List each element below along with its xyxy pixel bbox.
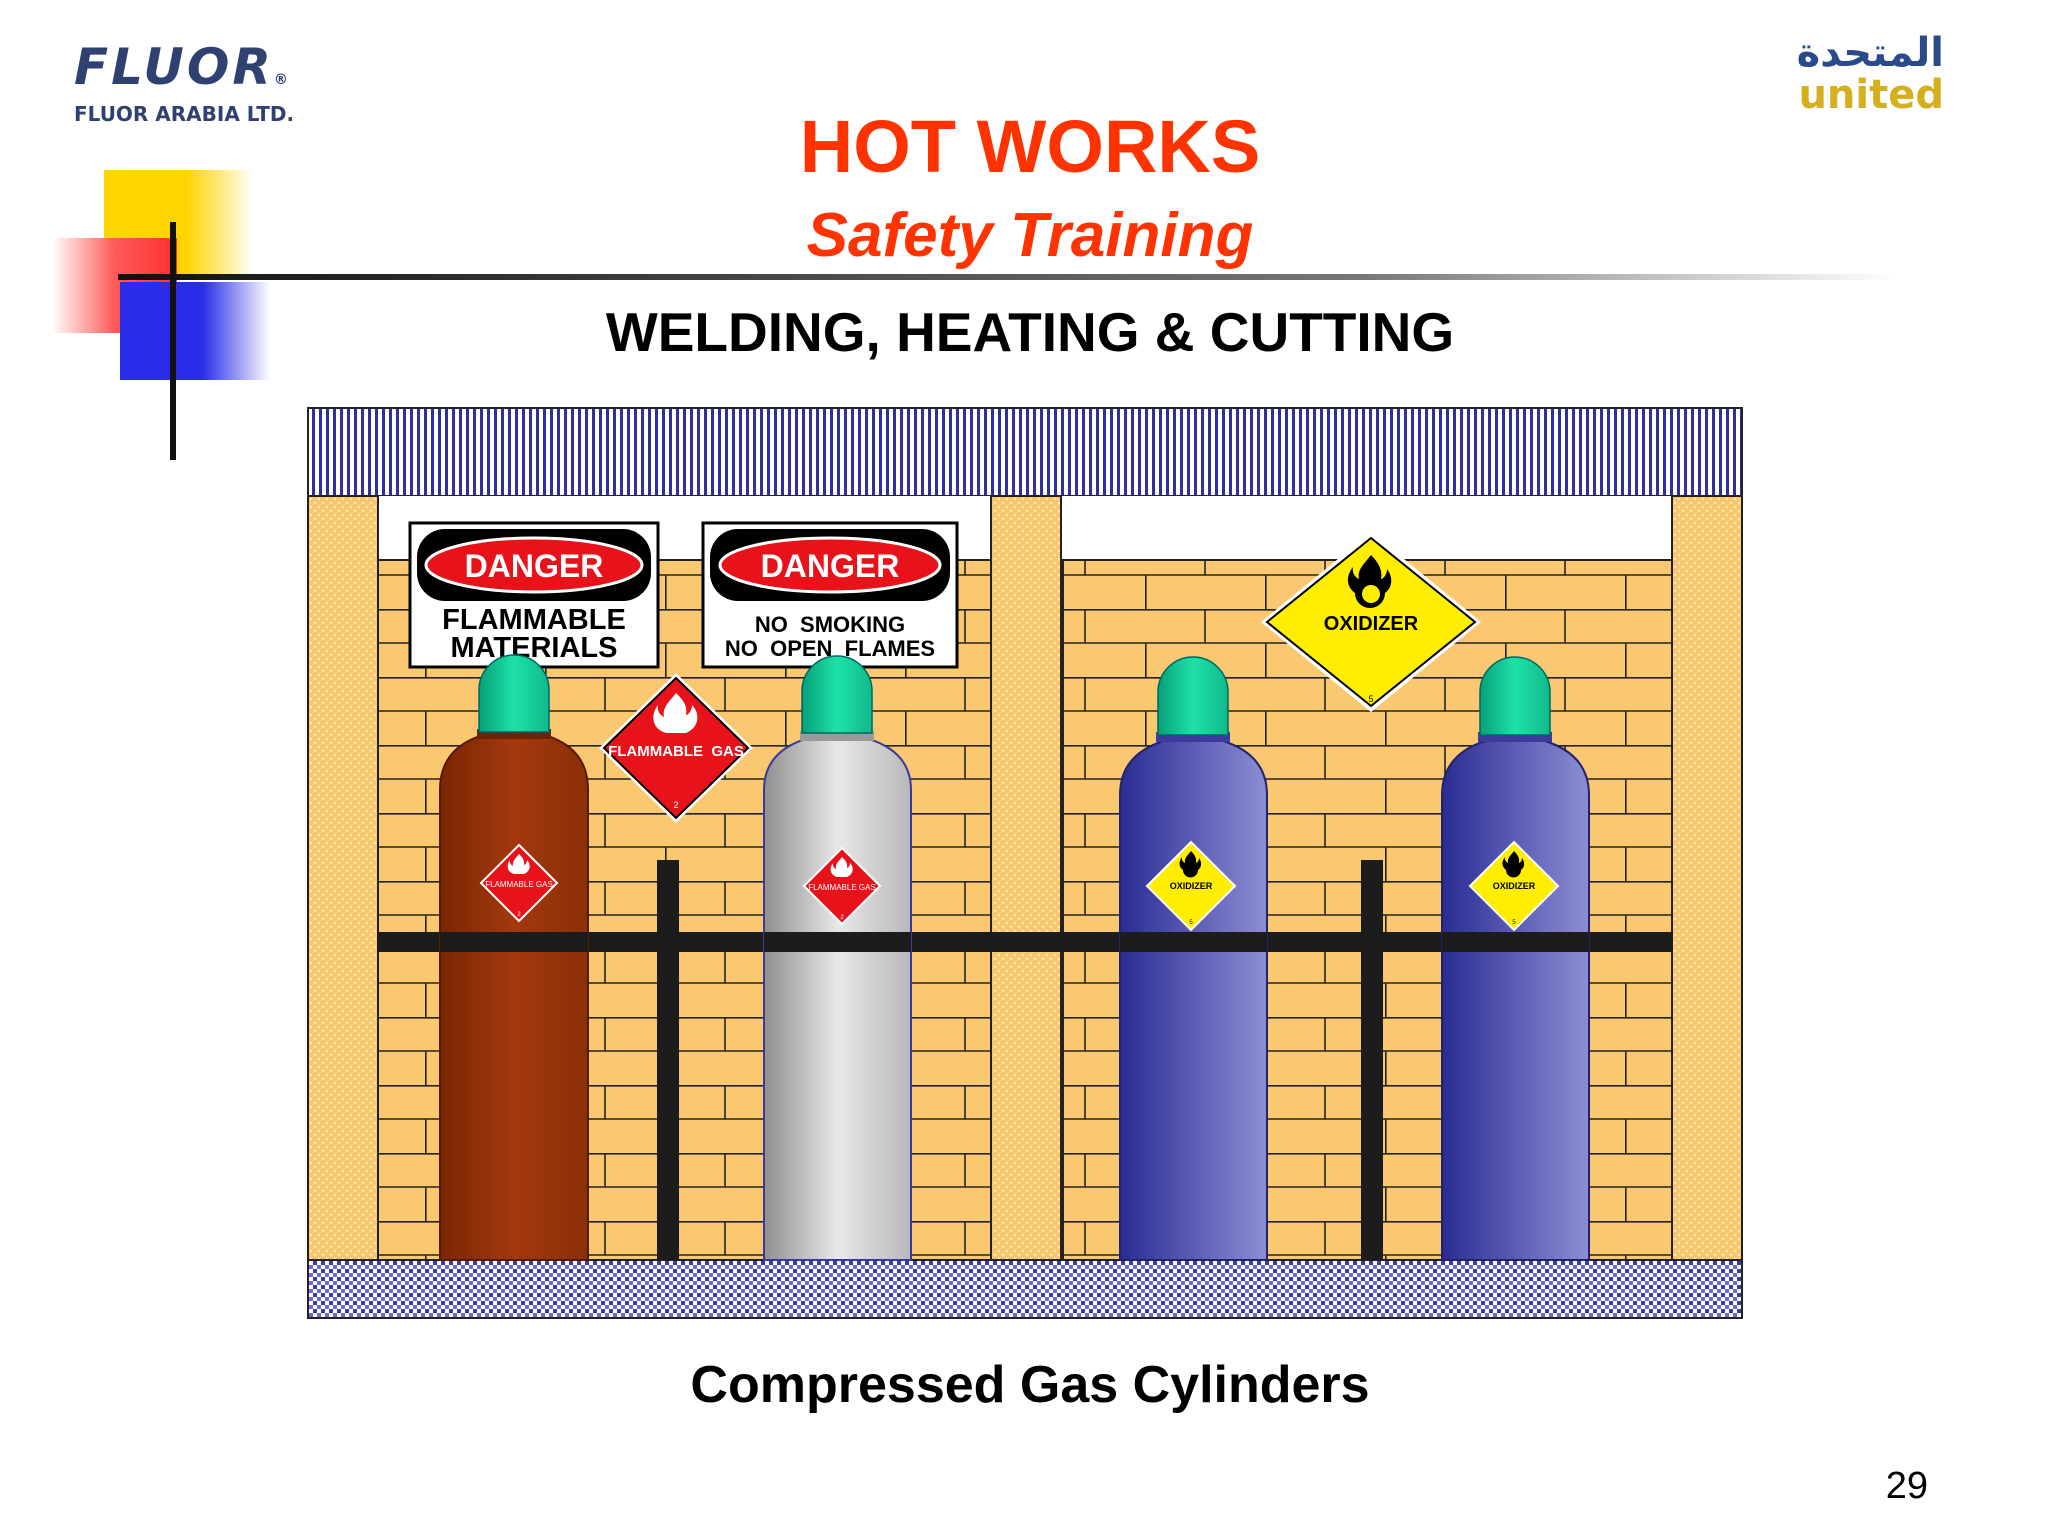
cylinder-cap	[478, 654, 550, 733]
united-english: united	[1798, 72, 1944, 118]
floor	[307, 1259, 1743, 1319]
flammable-gas-placard: FLAMMABLE GAS 2	[599, 673, 753, 823]
united-arabic: المتحدة	[1796, 30, 1944, 76]
cylinder-oxidizer-blue-1: OXIDIZER 5	[1119, 656, 1268, 1261]
flame-icon	[653, 693, 698, 733]
danger-sign-flammable: DANGER FLAMMABLE MATERIALS	[408, 521, 660, 669]
blue-square	[120, 282, 270, 380]
oxidizer-placard: OXIDIZER 5	[1261, 532, 1481, 712]
united-logo: المتحدة united	[1797, 30, 1944, 118]
cylinder-class-number: 2	[840, 915, 844, 921]
pillar-left	[307, 495, 379, 1261]
fluor-logo: FLUOR® FLUOR ARABIA LTD.	[74, 38, 294, 126]
illustration-caption: Compressed Gas Cylinders	[690, 1356, 1370, 1414]
cylinder-label-diamond	[479, 843, 559, 923]
fluor-subtitle: FLUOR ARABIA LTD.	[74, 102, 295, 126]
placard-class-number: 2	[673, 800, 678, 810]
danger-sign-header: DANGER	[761, 548, 900, 584]
fluor-brand-text: FLUOR	[74, 38, 274, 96]
flame-over-circle-icon	[1347, 555, 1392, 608]
flame-icon	[830, 857, 853, 877]
danger-sign-no-smoking: DANGER NO SMOKING NO OPEN FLAMES	[701, 521, 959, 669]
horizontal-rule	[118, 274, 1898, 280]
cylinder-class-number: 5	[1189, 920, 1193, 926]
cylinder-label-text: OXIDIZER	[1493, 881, 1536, 891]
placard-label: FLAMMABLE GAS	[608, 743, 744, 760]
cylinder-label-diamond	[1468, 840, 1560, 932]
red-square	[52, 238, 177, 333]
fluor-brand: FLUOR®	[74, 38, 294, 96]
yellow-square	[104, 170, 254, 275]
cylinder-label-diamond	[802, 846, 882, 926]
ceiling	[307, 407, 1743, 497]
vertical-rule	[170, 222, 176, 460]
cylinder-label-text: FLAMMABLE GAS	[485, 880, 553, 889]
registered-mark: ®	[273, 72, 291, 88]
placard-label: OXIDIZER	[1324, 613, 1419, 635]
slide-subtitle: Safety Training	[806, 201, 1254, 270]
cylinder-cap	[1157, 656, 1229, 736]
flame-over-circle-icon	[1502, 851, 1525, 878]
flame-icon	[507, 854, 530, 874]
cylinder-label-diamond	[1145, 840, 1237, 932]
cylinder-class-number: 2	[517, 912, 521, 918]
flame-over-circle-icon	[1179, 851, 1202, 878]
cylinder-cap	[1479, 656, 1551, 736]
danger-sign-line2: MATERIALS	[450, 632, 617, 664]
placard-class-number: 5	[1368, 694, 1373, 704]
danger-sign-line1: FLAMMABLE	[442, 604, 626, 636]
cylinder-cap	[801, 655, 873, 734]
pillar-right	[1671, 495, 1743, 1261]
gas-cylinder-illustration: DANGER FLAMMABLE MATERIALS DANGER NO SMO…	[307, 407, 1743, 1319]
cylinder-label-text: FLAMMABLE GAS	[808, 883, 876, 892]
page-number: 29	[1885, 1465, 1928, 1507]
cylinder-class-number: 5	[1512, 920, 1516, 926]
danger-sign-header: DANGER	[465, 548, 604, 584]
section-heading: WELDING, HEATING & CUTTING	[605, 301, 1455, 363]
cylinder-oxidizer-blue-2: OXIDIZER 5	[1441, 656, 1590, 1261]
pillar-middle	[990, 495, 1062, 1261]
cylinder-flammable-brown: FLAMMABLE GAS 2	[439, 654, 589, 1261]
slide-title: HOT WORKS	[799, 105, 1261, 188]
cylinder-flammable-silver: FLAMMABLE GAS 2	[763, 655, 912, 1261]
danger-sign-line1: NO SMOKING	[755, 612, 905, 637]
cylinder-label-text: OXIDIZER	[1170, 881, 1213, 891]
